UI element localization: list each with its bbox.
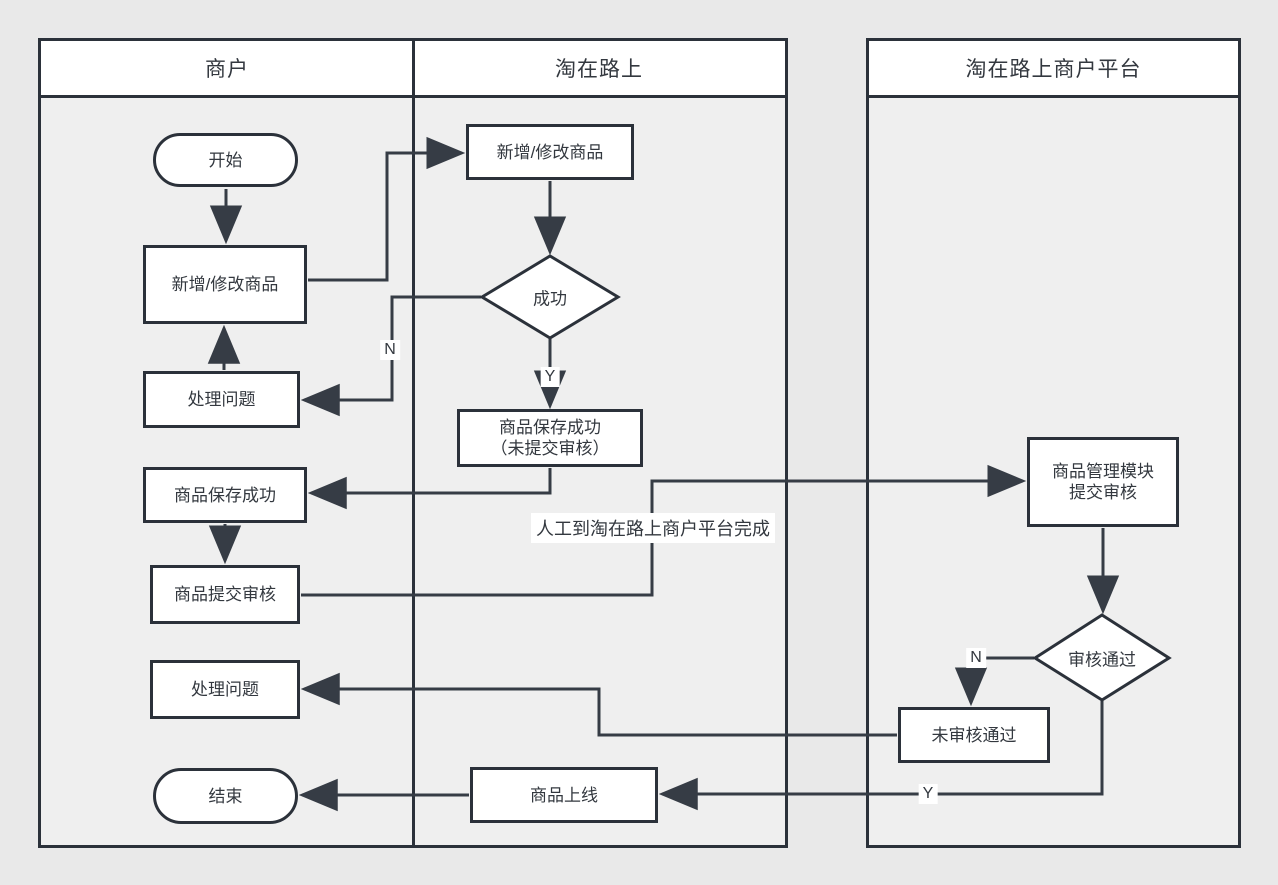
edge-label-audit-no: N	[966, 648, 986, 668]
decision-audit-label: 审核通过	[1068, 650, 1136, 670]
edge-merchant-add-to-tao-add	[308, 136, 466, 282]
start-node: 开始	[153, 133, 298, 187]
platform-reject-label: 未审核通过	[931, 725, 1017, 745]
tao-add-label: 新增/修改商品	[496, 142, 604, 162]
tao-add-node: 新增/修改商品	[466, 124, 634, 180]
lane-title-merchant: 商户	[205, 58, 249, 81]
platform-module-line1: 商品管理模块	[1052, 462, 1154, 481]
decision-success-label: 成功	[533, 289, 567, 309]
decision-audit-shape	[1032, 613, 1172, 702]
merchant-fix1-label: 处理问题	[187, 390, 256, 409]
end-node: 结束	[153, 768, 298, 824]
merchant-saved-node: 商品保存成功	[143, 467, 307, 523]
edge-tao-saved-to-merchant-saved	[307, 468, 552, 510]
tao-online-label: 商品上线	[530, 785, 598, 805]
end-label: 结束	[208, 786, 243, 806]
merchant-fix2-label: 处理问题	[191, 680, 259, 699]
edge-label-audit-yes: Y	[918, 784, 938, 804]
platform-reject-node: 未审核通过	[898, 707, 1050, 763]
edge-label-success-no: N	[380, 340, 400, 360]
tao-online-node: 商品上线	[470, 767, 658, 823]
merchant-saved-label: 商品保存成功	[174, 485, 276, 505]
merchant-submit-label: 商品提交审核	[174, 585, 276, 604]
manual-note-label: 人工到淘在路上商户平台完成	[531, 513, 775, 543]
tao-saved-line2: （未提交审核）	[490, 439, 610, 458]
merchant-submit-node: 商品提交审核	[150, 565, 300, 624]
merchant-add-node: 新增/修改商品	[143, 245, 307, 324]
lane-title-platform: 淘在路上商户平台	[965, 58, 1142, 81]
lane-title-tao: 淘在路上	[555, 58, 643, 81]
lane-divider	[412, 38, 415, 848]
platform-module-node: 商品管理模块 提交审核	[1027, 437, 1179, 527]
tao-saved-node: 商品保存成功 （未提交审核）	[457, 409, 643, 467]
tao-saved-line1: 商品保存成功	[499, 418, 601, 437]
platform-module-line2: 提交审核	[1069, 483, 1137, 502]
pool2-header: 淘在路上商户平台	[869, 41, 1238, 98]
start-label: 开始	[208, 150, 243, 170]
merchant-fix1-node: 处理问题	[143, 371, 300, 428]
merchant-add-label: 新增/修改商品	[171, 275, 279, 294]
decision-success-shape	[479, 254, 621, 340]
merchant-fix2-node: 处理问题	[150, 660, 300, 719]
edge-reject-to-fix2	[300, 672, 897, 737]
edge-label-success-yes: Y	[540, 367, 560, 387]
edge-audit-yes-to-online	[658, 701, 1104, 811]
